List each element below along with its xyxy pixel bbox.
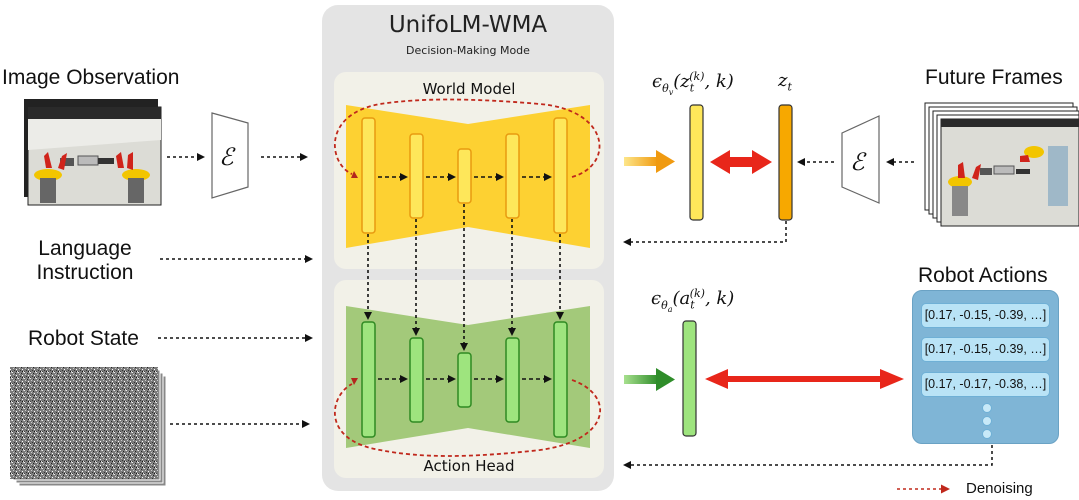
world-model-label: World Model: [422, 80, 516, 98]
action-prediction-bar: [682, 320, 697, 437]
theta-symbol: θ: [661, 298, 668, 312]
action-head-label: Action Head: [423, 457, 515, 475]
ah-bar-4: [505, 337, 520, 423]
action-vector-1: [0.17, -0.15, -0.39, …]: [921, 303, 1050, 328]
encoder-left-symbol: ℰ: [219, 143, 234, 171]
action-vector-2: [0.17, -0.15, -0.39, …]: [921, 337, 1050, 362]
encoder-right-shape: [841, 115, 880, 204]
latent-feedback-arrow: [623, 221, 787, 246]
latent-z: z: [778, 70, 788, 91]
robot-actions-box: [0.17, -0.15, -0.39, …] [0.17, -0.15, -0…: [912, 290, 1059, 444]
formula-arg: (a: [672, 288, 691, 309]
robot-state-label: Robot State: [28, 327, 139, 350]
epsilon-symbol: ϵ: [652, 71, 663, 92]
ellipsis-dot: [982, 429, 992, 439]
formula-sub-t: t: [690, 298, 695, 312]
action-prediction-formula: ϵθa(at(k), k): [651, 287, 734, 314]
diagram-subtitle: Decision-Making Mode: [406, 44, 530, 57]
ah-bar-5: [553, 321, 568, 438]
encoder-right-symbol: ℰ: [850, 148, 865, 176]
formula-sub-t: t: [689, 81, 695, 95]
formula-close: , k): [704, 71, 734, 92]
wm-to-ah-arrows: [364, 204, 564, 351]
wm-bar-5: [553, 117, 568, 234]
language-instruction-line2: Instruction: [36, 261, 134, 284]
formula-sup-k: (k): [689, 70, 705, 83]
language-instruction-line1: Language: [38, 237, 132, 260]
latent-zt-bar: [778, 104, 793, 221]
ah-bar-1: [361, 321, 376, 438]
ah-bar-2: [409, 337, 424, 423]
ah-denoising-loop: [334, 379, 601, 457]
wm-bar-4: [505, 133, 520, 219]
encoder-left-shape: [211, 112, 249, 199]
wm-output-arrow: [624, 150, 675, 173]
action-vector-3: [0.17, -0.17, -0.38, …]: [921, 372, 1050, 397]
wm-prediction-formula: ϵθv(zt(k), k): [652, 70, 734, 97]
noise-image-stack: [10, 367, 167, 487]
theta-subscript: a: [667, 304, 673, 314]
wm-bar-2: [409, 133, 424, 219]
future-frames-photo: [924, 102, 1079, 227]
formula-arg: (z: [673, 71, 690, 92]
ah-output-arrow: [624, 368, 675, 391]
wm-bar-1: [361, 117, 376, 234]
latent-zt-label: zt: [778, 70, 792, 94]
world-model-bars: [361, 117, 568, 234]
action-loss-arrow: [705, 369, 904, 389]
robot-actions-title: Robot Actions: [918, 264, 1048, 287]
theta-symbol: θ: [662, 81, 669, 95]
wm-bar-3: [457, 148, 472, 204]
image-observation-photo: [24, 99, 162, 206]
future-frames-label: Future Frames: [925, 66, 1063, 89]
actions-feedback-arrow: [623, 445, 993, 469]
ellipsis-dot: [982, 416, 992, 426]
wm-prediction-bar: [689, 104, 704, 221]
formula-sup-k: (k): [689, 287, 705, 300]
action-head-bars: [361, 321, 568, 438]
formula-close: , k): [704, 288, 735, 309]
ellipsis-dot: [982, 403, 992, 413]
wm-denoising-arrowhead: [351, 171, 358, 178]
ah-denoising-arrowhead: [351, 378, 358, 385]
input-arrows: [158, 153, 313, 428]
denoising-legend-label: Denoising: [966, 480, 1033, 497]
epsilon-symbol: ϵ: [651, 288, 662, 309]
diagram-title: UnifoLM-WMA: [388, 12, 548, 38]
image-observation-label: Image Observation: [2, 66, 180, 89]
theta-subscript: v: [668, 87, 674, 97]
latent-t: t: [787, 80, 792, 94]
ah-bar-3: [457, 352, 472, 408]
wm-loss-arrow: [710, 150, 772, 174]
